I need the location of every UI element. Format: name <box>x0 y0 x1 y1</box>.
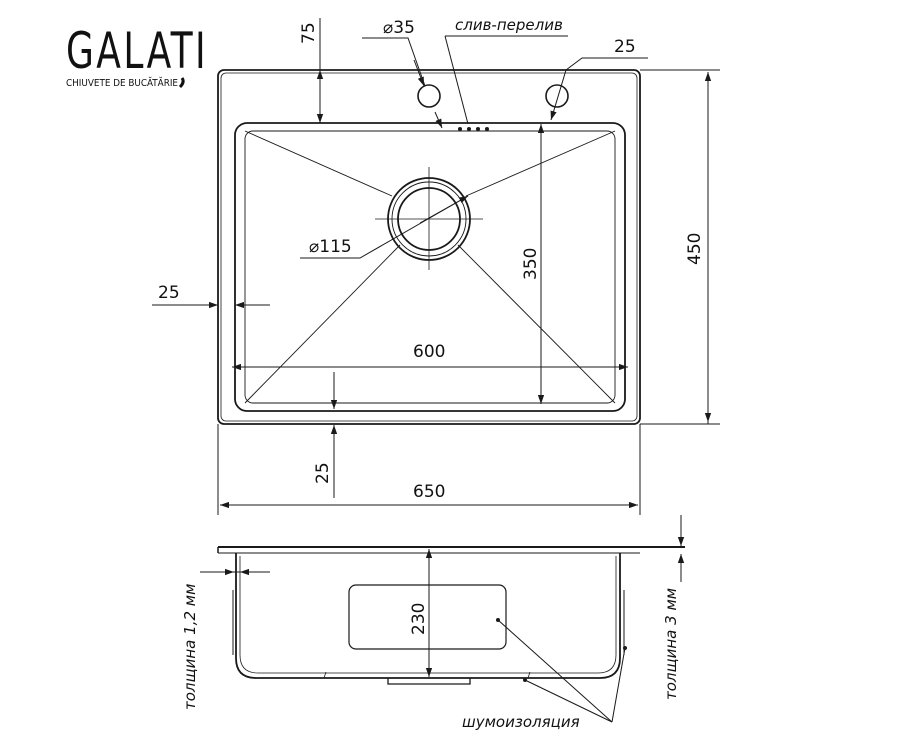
leader-25-right-arrow <box>550 69 567 121</box>
fold-line-tl <box>244 130 393 197</box>
sink-top-view <box>217 69 641 425</box>
fold-line-bl <box>244 244 401 404</box>
faucet-hole-right <box>545 84 569 108</box>
label-thickness-right: толщина 3 мм <box>662 588 680 700</box>
brand-tagline: CHIUVETE DE BUCĂTĂRIE <box>66 76 178 89</box>
side-view-labels: 230 толщина 1,2 мм толщина 3 мм шумоизол… <box>181 584 680 731</box>
fold-line-br <box>457 244 616 404</box>
bottom-mark-2 <box>527 671 531 679</box>
side-bowl-outline <box>235 553 621 679</box>
label-overflow: слив-перелив <box>455 16 563 34</box>
label-450: 450 <box>685 233 705 265</box>
label-thickness-left: толщина 1,2 мм <box>181 584 199 710</box>
bowl-bottom-outline <box>244 130 616 404</box>
label-230: 230 <box>409 603 429 635</box>
label-25-bottom: 25 <box>313 462 333 484</box>
label-75: 75 <box>299 22 319 44</box>
insulation-leader-side <box>611 647 626 723</box>
insulation-leader-bottom <box>524 679 613 723</box>
side-view-dimensions <box>200 515 685 723</box>
label-25-left: 25 <box>158 283 180 303</box>
label-350: 350 <box>521 248 541 280</box>
leader-d35 <box>362 37 426 87</box>
bottom-mark-1 <box>323 671 327 679</box>
label-650: 650 <box>413 482 445 502</box>
label-insulation: шумоизоляция <box>462 713 580 731</box>
leader-d115-arrow <box>419 195 469 224</box>
side-drain-stub <box>387 678 471 685</box>
outer-rim-inner-edge <box>220 72 638 422</box>
leader-dot-side <box>623 646 627 650</box>
leader-overflow <box>444 35 469 125</box>
label-d35: ⌀35 <box>383 18 415 38</box>
leader-dot-bottom <box>523 678 527 682</box>
leader-d35-arrow <box>413 59 425 87</box>
outer-rim <box>217 69 641 425</box>
label-600: 600 <box>413 342 445 362</box>
insulation-leader-panel <box>497 619 613 723</box>
top-view-dimension-labels: 75 ⌀35 слив-перелив 25 ⌀115 25 350 600 4… <box>158 16 705 502</box>
label-d115: ⌀115 <box>309 237 352 257</box>
overflow-holes <box>458 127 489 131</box>
brand-logo: GALATI CHIUVETE DE BUCĂTĂRIE <box>66 22 208 89</box>
logo-comma-mark <box>178 77 185 89</box>
leader-dot-panel <box>496 618 500 622</box>
overflow-pointer-arrow <box>434 111 443 129</box>
bowl-outline <box>234 122 626 412</box>
insulation-panel <box>348 584 507 650</box>
sink-side-view <box>217 546 685 685</box>
brand-name: GALATI <box>66 22 208 80</box>
leader-25-right <box>565 57 648 71</box>
top-view-dimensions <box>152 18 720 515</box>
faucet-hole-left <box>417 84 441 108</box>
label-25-right: 25 <box>614 37 636 57</box>
